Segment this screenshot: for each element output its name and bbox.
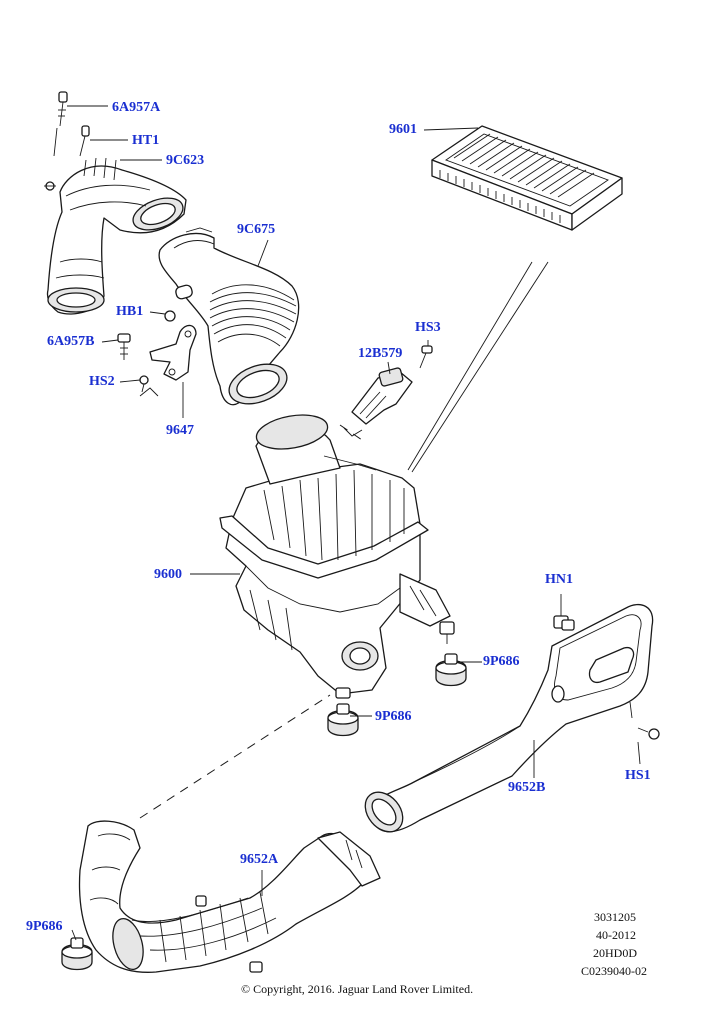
air-intake-9652b xyxy=(364,603,654,833)
screw-hs1 xyxy=(629,701,660,765)
lower-duct-9652a xyxy=(78,820,381,973)
callout-9652a: 9652A xyxy=(240,852,279,867)
reference-line-2: 40-2012 xyxy=(596,928,636,942)
air-filter-9601 xyxy=(423,125,623,231)
callout-hs1: HS1 xyxy=(625,768,651,783)
screw-hs3 xyxy=(419,340,433,369)
callout-hs3: HS3 xyxy=(415,320,441,335)
grommet-9p686-left xyxy=(61,929,93,971)
callout-hs2: HS2 xyxy=(89,374,115,389)
air-cleaner-box-9600 xyxy=(190,414,451,699)
callout-hb1: HB1 xyxy=(116,304,144,319)
callout-9c623: 9C623 xyxy=(166,153,205,168)
filter-reference-lines xyxy=(407,261,549,473)
bracket-9647 xyxy=(149,324,197,418)
reference-line-3: 20HD0D xyxy=(593,946,637,960)
screw-hs2 xyxy=(119,375,159,397)
air-hose-9c675 xyxy=(158,227,300,406)
intake-duct-9c623 xyxy=(44,157,187,315)
callout-9c675: 9C675 xyxy=(237,222,276,237)
nut-hn1 xyxy=(553,594,575,631)
grommet-9p686-center xyxy=(327,703,372,737)
copyright-notice: © Copyright, 2016. Jaguar Land Rover Lim… xyxy=(241,982,474,996)
bolt-6a957b xyxy=(101,333,131,360)
grommet-9p686-right xyxy=(435,621,482,687)
maf-sensor-12b579 xyxy=(343,361,413,437)
clip-ht1 xyxy=(79,125,128,157)
callout-9p686-center: 9P686 xyxy=(375,709,412,724)
grommet-hb1 xyxy=(149,310,176,322)
reference-line-1: 3031205 xyxy=(594,910,636,924)
callout-9647: 9647 xyxy=(166,423,194,438)
callout-6a957a: 6A957A xyxy=(112,100,161,115)
callout-9p686-left: 9P686 xyxy=(26,919,63,934)
callout-6a957b: 6A957B xyxy=(47,334,95,349)
pin-6a957a xyxy=(53,91,108,157)
callout-9600: 9600 xyxy=(154,567,182,582)
reference-line-4: C0239040-02 xyxy=(581,964,647,978)
callout-9601: 9601 xyxy=(389,122,417,137)
callout-ht1: HT1 xyxy=(132,133,160,148)
callout-9652b: 9652B xyxy=(508,780,546,795)
callout-9p686-right: 9P686 xyxy=(483,654,520,669)
callout-hn1: HN1 xyxy=(545,572,573,587)
assembly-dashed-lines xyxy=(139,424,363,819)
callout-12b579: 12B579 xyxy=(358,346,403,361)
